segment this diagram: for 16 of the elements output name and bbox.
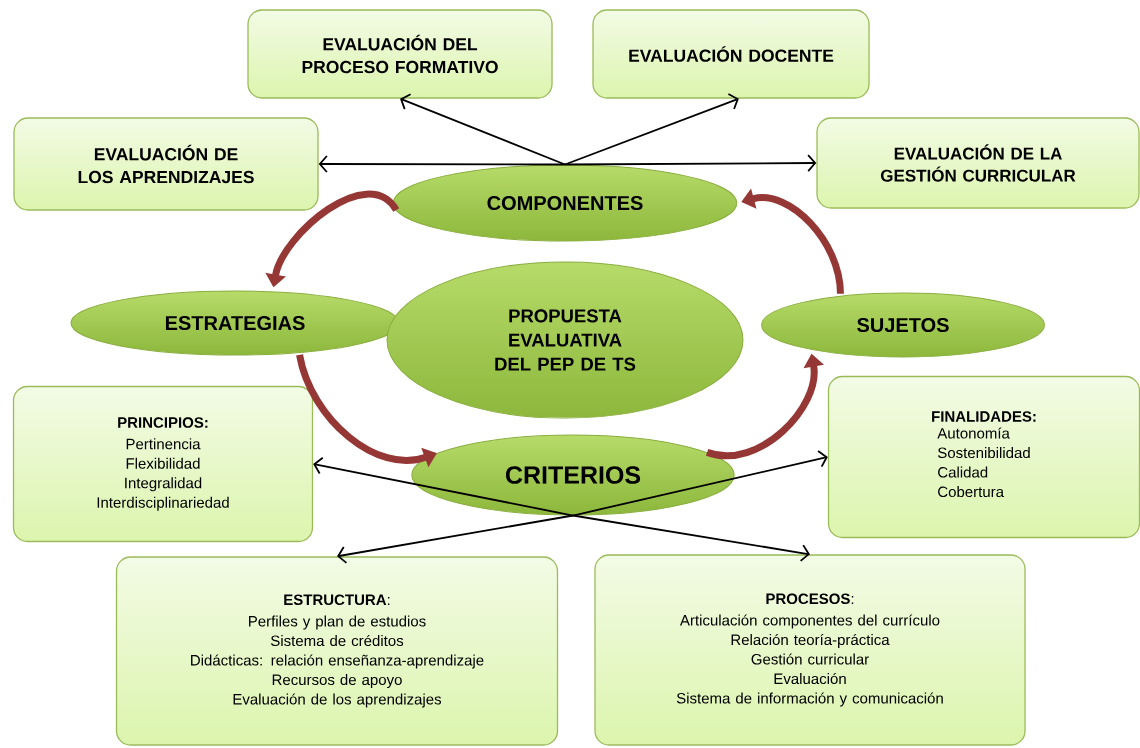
arrow (564, 93, 739, 166)
arrow (337, 514, 574, 564)
arrow (313, 456, 574, 517)
criteria-box: PRINCIPIOS: Pertinencia Flexibilidad Integralidad Interdisciplinariedad (12, 385, 314, 543)
evaluation-box: EVALUACIÓN DE LA GESTIÓN CURRICULAR (816, 117, 1140, 209)
arrow (572, 514, 810, 562)
evaluation-box: EVALUACIÓN DOCENTE (592, 9, 870, 99)
criteria-box: FINALIDADES: Autonomía Sostenibilidad Calidad Cobertura (827, 375, 1140, 539)
arrow (318, 155, 566, 173)
evaluation-box: EVALUACIÓN DEL PROCESO FORMATIVO (247, 9, 553, 99)
arrow (572, 450, 828, 517)
criteria-box: ESTRUCTURA: Perfiles y plan de estudios Sistema de créditos Didácticas: relación enseñanza-aprendizaje Recursos de apoyo Evaluación de los aprendizajes (115, 556, 559, 746)
arrow (564, 154, 817, 172)
evaluation-box: EVALUACIÓN DE LOS APRENDIZAJES (13, 117, 319, 211)
criteria-box: PROCESOS: Articulación componentes del currículo Relación teoría-práctica Gestión curricular Evaluación Sistema de información y comunicación (594, 554, 1026, 746)
arrow (400, 93, 566, 166)
